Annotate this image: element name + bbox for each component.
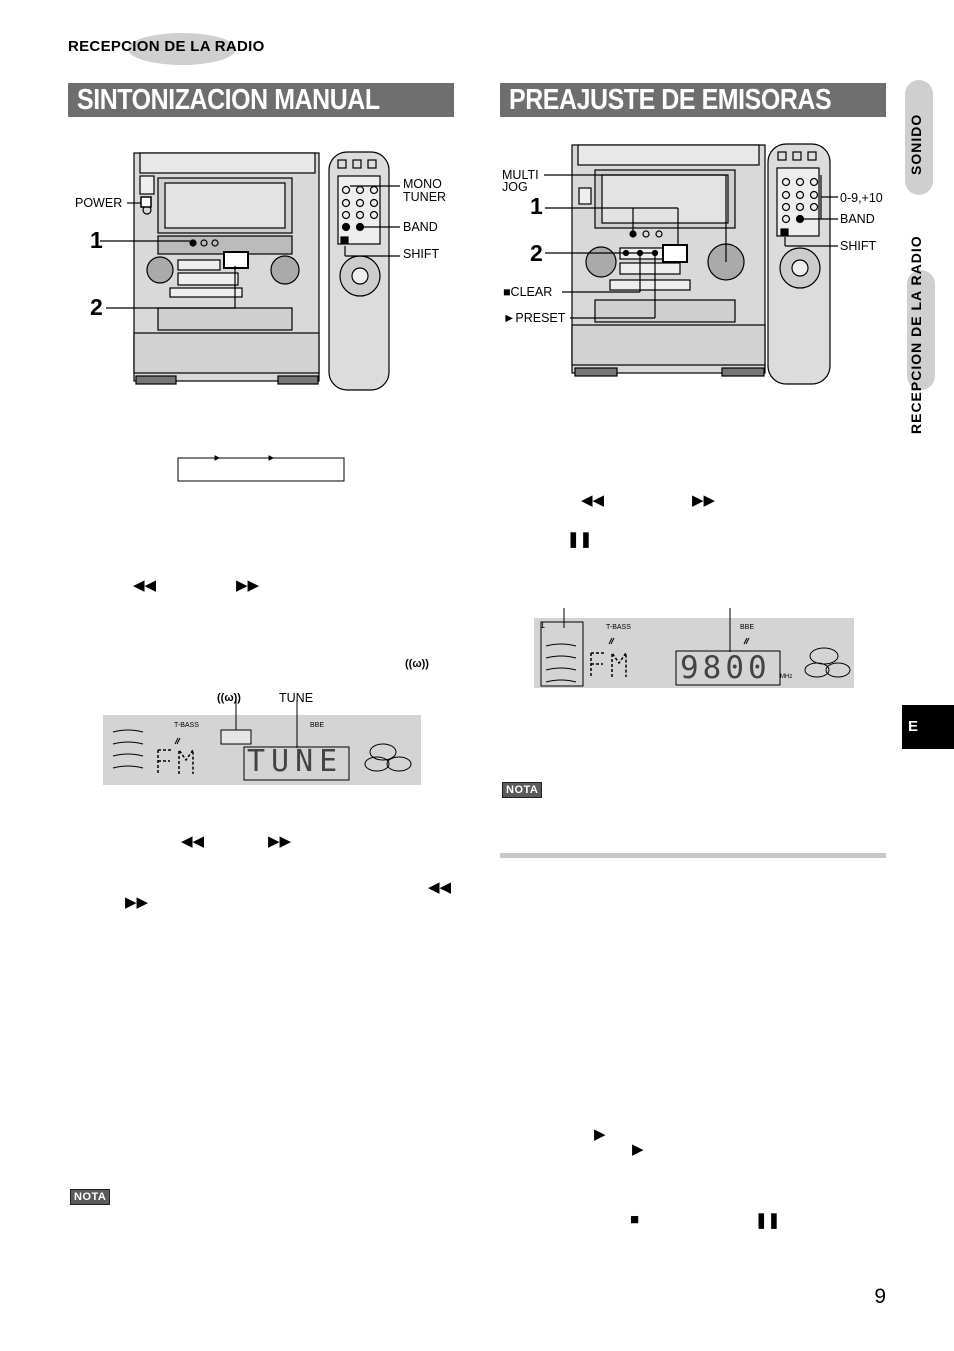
play-symbol-2: ▶: [632, 1141, 644, 1158]
sonido-tab-bg: [905, 80, 933, 195]
ff-symbol-3: ▶▶: [125, 894, 149, 911]
left-title-banner: SINTONIZACION MANUAL: [68, 83, 454, 117]
right-ff-symbol: ▶▶: [692, 492, 716, 509]
right-tbass-label: T-BASS: [606, 624, 631, 631]
step-2-marker: 2: [90, 294, 103, 320]
right-device-illustration: [544, 143, 838, 385]
clear-label: ■CLEAR: [503, 285, 553, 299]
preset-number: 1: [540, 620, 546, 630]
section-tag-highlight: [128, 33, 236, 65]
stop-symbol: ■: [630, 1211, 640, 1228]
rewind-symbol-1: ◀◀: [133, 577, 157, 594]
step-1-marker: 1: [90, 227, 103, 253]
page-number: 9: [874, 1285, 886, 1308]
left-nota-badge: NOTA: [70, 1189, 111, 1205]
left-display-main: TUNE: [247, 744, 344, 779]
mono-label: MONO: [403, 177, 442, 191]
tune-caption: TUNE: [279, 691, 314, 705]
right-step-2-marker: 2: [530, 240, 543, 266]
tuner-label: TUNER: [403, 190, 447, 204]
right-title-banner: PREAJUSTE DE EMISORAS: [500, 83, 886, 117]
right-rewind-symbol: ◀◀: [581, 492, 605, 509]
rewind-symbol-2: ◀◀: [181, 833, 205, 850]
display-stereo-icon-caption: ((ω)): [217, 692, 241, 704]
right-band-label: BAND: [840, 212, 875, 226]
jog-label: JOG: [502, 180, 528, 194]
right-bbe-label: BBE: [740, 624, 755, 631]
multi-label: MULTI: [502, 168, 539, 182]
power-label: POWER: [75, 196, 123, 210]
digits-label: 0-9,+10: [840, 191, 883, 205]
band-label: BAND: [403, 220, 438, 234]
preset-label: ►PRESET: [503, 311, 566, 325]
left-tbass-label: T-BASS: [174, 722, 199, 729]
left-device-illustration: [100, 151, 400, 391]
band-cycle-diagram: [177, 455, 345, 482]
section-tag: RECEPCION DE LA RADIO: [68, 38, 265, 55]
right-step-1-marker: 1: [530, 193, 543, 219]
sidebar-radio: RECEPCION DE LA RADIO: [908, 235, 924, 434]
left-lcd-display: [103, 700, 421, 785]
rewind-symbol-3: ◀◀: [428, 879, 452, 896]
sidebar-sonido: SONIDO: [908, 113, 924, 175]
ff-symbol-1: ▶▶: [236, 577, 260, 594]
pause-symbol-2: ❚❚: [755, 1212, 781, 1229]
left-bbe-label: BBE: [310, 722, 325, 729]
right-shift-label: SHIFT: [840, 239, 877, 253]
stereo-icon: ((ω)): [405, 658, 429, 670]
mhz-unit: MHz: [780, 674, 793, 680]
shift-label: SHIFT: [403, 247, 440, 261]
language-tab: E: [902, 705, 954, 749]
right-nota-badge: NOTA: [502, 782, 543, 798]
frequency-readout: 9800: [680, 650, 771, 686]
radio-tab-bg: [907, 270, 935, 390]
ff-symbol-2: ▶▶: [268, 833, 292, 850]
section-divider: [500, 853, 886, 858]
right-pause-symbol: ❚❚: [567, 531, 593, 548]
play-symbol-1: ▶: [594, 1126, 606, 1143]
right-lcd-display: [534, 608, 854, 688]
